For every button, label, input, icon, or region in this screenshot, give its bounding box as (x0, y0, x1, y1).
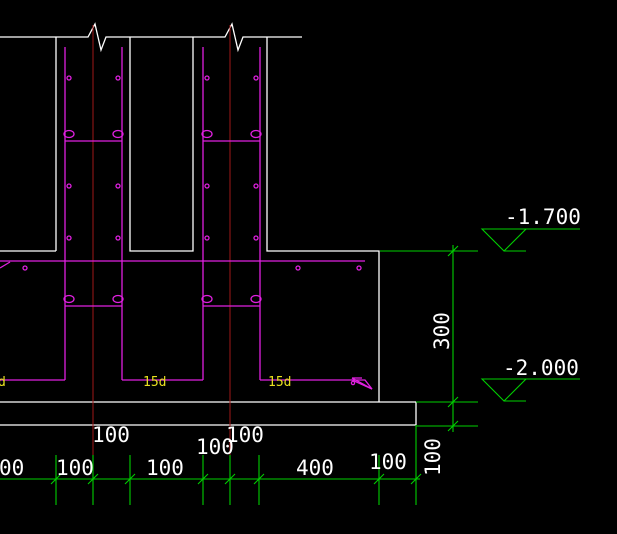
rebar-dot (115, 235, 121, 241)
rebar-tie-hook-wall2-b (250, 129, 262, 139)
elevation-triangle-top (480, 228, 528, 252)
concrete-outline (0, 22, 417, 426)
rebar-dot-footing-3 (356, 265, 362, 271)
dim-label-bottom-5: 100 (369, 450, 407, 474)
rebar-dot (253, 183, 259, 189)
dim-tick (124, 473, 136, 485)
dim-label-footing-depth: 300 (430, 312, 454, 350)
rebar-dot-footing-1 (22, 265, 28, 271)
dim-tick (50, 473, 62, 485)
rebar-tie-hook-wall1-d (112, 294, 124, 304)
dim-label-bottom-1: 00 (0, 456, 24, 480)
dim-label-bottom-4: 400 (296, 456, 334, 480)
horizontal-dimensions: 00 100 100 400 100 100 100 100 (0, 423, 422, 505)
rebar-dot (253, 75, 259, 81)
rebar-dot (204, 183, 210, 189)
rebar-hook-right (260, 377, 373, 390)
rebar-dot (204, 75, 210, 81)
hook-label-right: 15d (268, 375, 291, 390)
rebar-tie-hook-wall1-a (63, 129, 75, 139)
rebar-tie-hook-wall2-d (250, 294, 262, 304)
elevation-label-top: -1.700 (505, 205, 581, 229)
dim-tick-2 (447, 396, 459, 408)
rebar-tie-hook-wall2-c (201, 294, 213, 304)
rebar-dot (204, 235, 210, 241)
dim-label-bottom-3: 100 (146, 456, 184, 480)
hook-label-left: d (0, 375, 6, 390)
rebar-dot (66, 183, 72, 189)
dim-label-bottom-2: 100 (56, 456, 94, 480)
rebar-dot (115, 75, 121, 81)
rebar-dot-footing-4 (350, 380, 356, 386)
dim-label-upper-b: 100 (196, 435, 234, 459)
rebar-dot (115, 183, 121, 189)
rebar-dot (253, 235, 259, 241)
centerlines (92, 25, 231, 505)
rebar-dot (66, 75, 72, 81)
rebar-tie-hook-wall1-c (63, 294, 75, 304)
dim-label-upper-a: 100 (92, 423, 130, 447)
rebar-dot-footing-2 (295, 265, 301, 271)
elevation-marker-bottom: -2.000 (480, 356, 580, 402)
dim-tick-3 (447, 420, 459, 432)
dim-label-pad-depth: 100 (421, 438, 445, 476)
dim-tick (87, 473, 99, 485)
dim-tick (197, 473, 209, 485)
dim-tick (253, 473, 265, 485)
rebar-dots (66, 75, 259, 241)
rebar-bottom-arrow (351, 379, 373, 390)
rebar-footing-top-end (0, 261, 11, 269)
elevation-label-bottom: -2.000 (503, 356, 579, 380)
rebar (0, 47, 373, 390)
dim-tick (373, 473, 385, 485)
dim-tick-1 (447, 245, 459, 257)
dim-tick (224, 473, 236, 485)
elevation-triangle-bottom (480, 378, 528, 402)
wall-right-footing-top (266, 37, 380, 402)
vertical-dimensions: 300 100 (380, 245, 478, 505)
rebar-tie-hook-wall2-a (201, 129, 213, 139)
dim-label-upper-c: 100 (226, 423, 264, 447)
top-break-line (0, 22, 302, 53)
rebar-tie-hook-wall1-b (112, 129, 124, 139)
hook-label-middle: 15d (143, 375, 166, 390)
dim-tick (410, 473, 422, 485)
elevation-marker-top: -1.700 (480, 205, 581, 252)
wall-gap-1 (129, 37, 194, 252)
rebar-dot (66, 235, 72, 241)
